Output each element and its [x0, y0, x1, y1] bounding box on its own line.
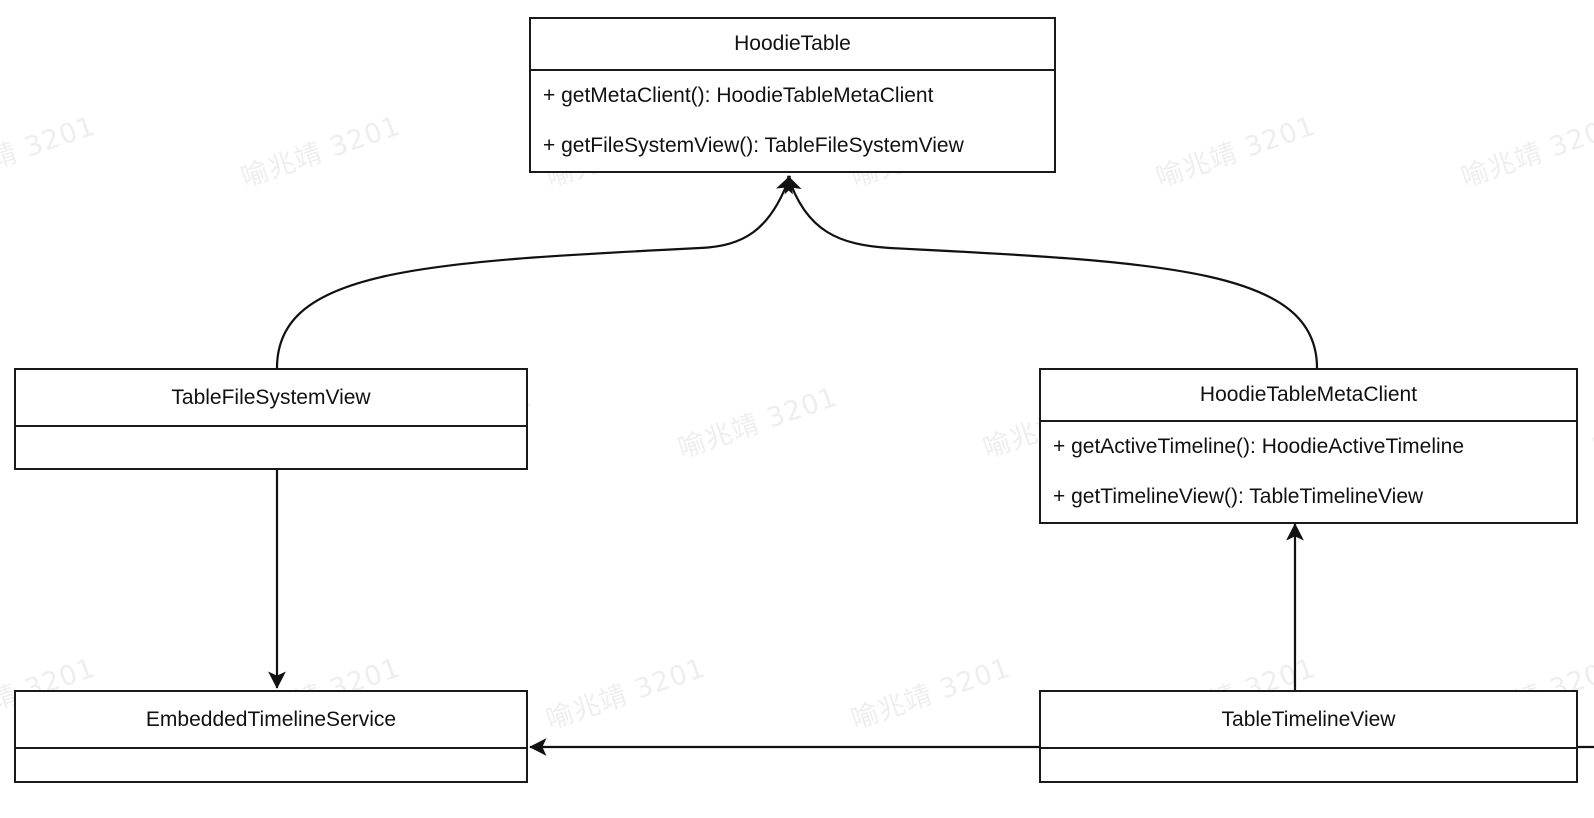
- edge-hoodie-table-meta-client-to-hoodie-table: [784, 175, 1319, 369]
- watermark-text: 喻兆靖 3201: [847, 652, 1015, 736]
- class-box-hoodie-table[interactable]: HoodieTable + getMetaClient(): HoodieTab…: [529, 17, 1056, 173]
- class-members-table-file-system-view: [16, 427, 526, 468]
- class-box-table-file-system-view[interactable]: TableFileSystemView: [14, 368, 528, 470]
- watermark-text: 喻兆靖 3201: [0, 110, 100, 194]
- class-name-embedded-timeline-service: EmbeddedTimelineService: [16, 692, 526, 747]
- class-divider: [16, 747, 526, 749]
- class-member: + getTimelineView(): TableTimelineView: [1053, 485, 1424, 508]
- class-divider: [531, 69, 1054, 71]
- class-members-hoodie-table-meta-client: + getActiveTimeline(): HoodieActiveTimel…: [1041, 422, 1576, 522]
- class-name-table-timeline-view: TableTimelineView: [1041, 692, 1576, 747]
- class-name-table-file-system-view: TableFileSystemView: [16, 370, 526, 425]
- watermark-text: 喻兆靖 3201: [674, 381, 842, 465]
- watermark-text: 喻兆靖 3201: [237, 110, 405, 194]
- class-member: + getFileSystemView(): TableFileSystemVi…: [543, 134, 964, 157]
- class-box-embedded-timeline-service[interactable]: EmbeddedTimelineService: [14, 690, 528, 783]
- class-name-hoodie-table: HoodieTable: [531, 19, 1054, 69]
- watermark-text: 喻兆靖 3201: [1589, 381, 1594, 465]
- class-divider: [16, 425, 526, 427]
- class-members-table-timeline-view: [1041, 749, 1576, 781]
- class-box-table-timeline-view[interactable]: TableTimelineView: [1039, 690, 1578, 783]
- class-divider: [1041, 420, 1576, 422]
- class-box-hoodie-table-meta-client[interactable]: HoodieTableMetaClient + getActiveTimelin…: [1039, 368, 1578, 524]
- class-members-embedded-timeline-service: [16, 749, 526, 781]
- watermark-text: 喻兆靖 3201: [542, 652, 710, 736]
- edge-table-file-system-view-to-hoodie-table: [275, 175, 793, 369]
- class-member: + getMetaClient(): HoodieTableMetaClient: [543, 84, 934, 107]
- class-name-hoodie-table-meta-client: HoodieTableMetaClient: [1041, 370, 1576, 420]
- class-member: + getActiveTimeline(): HoodieActiveTimel…: [1053, 435, 1465, 458]
- watermark-text: 喻兆靖 3201: [1457, 110, 1594, 194]
- watermark-text: 喻兆靖 3201: [1152, 110, 1320, 194]
- class-members-hoodie-table: + getMetaClient(): HoodieTableMetaClient…: [531, 71, 1054, 171]
